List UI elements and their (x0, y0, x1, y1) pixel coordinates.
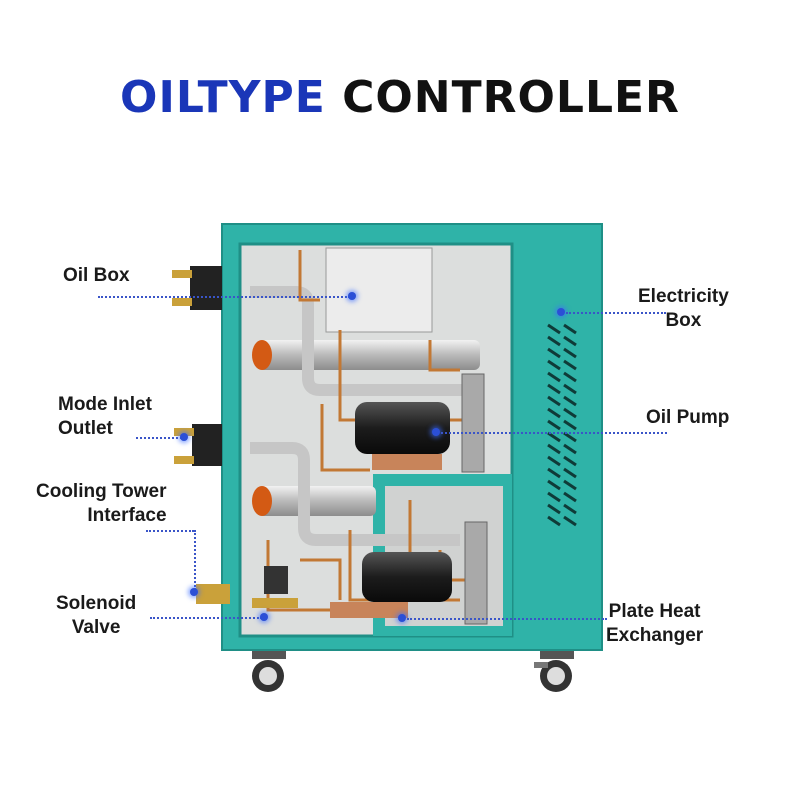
label-cooling-tower-interface: Cooling Tower Interface (36, 480, 167, 528)
electricity-box-part (325, 247, 433, 333)
leader-electricity-box (566, 312, 666, 314)
label-cooling-tower-interface-line1: Cooling Tower (36, 481, 167, 502)
leader-oil-pump (441, 432, 667, 434)
label-mode-inlet-outlet: Mode Inlet Outlet (58, 393, 152, 441)
label-oil-box: Oil Box (63, 265, 130, 286)
marker-oil-pump (432, 428, 440, 436)
title-accent: OILTYPE (120, 72, 326, 123)
leader-mode-inlet-outlet (136, 437, 182, 439)
oil-box-connector (172, 266, 222, 310)
label-cooling-tower-interface-line2: Interface (87, 505, 167, 526)
label-electricity-box-line2: Box (665, 310, 702, 331)
label-oil-pump: Oil Pump (646, 407, 730, 428)
plate-heat-exchanger-upper (461, 373, 485, 473)
leader-plate-heat-exchanger (407, 618, 607, 620)
leader-cooling-tower-v (194, 530, 196, 590)
leader-solenoid-valve (150, 617, 262, 619)
solenoid-valve-part (196, 566, 298, 608)
label-solenoid-valve: Solenoid Valve (56, 592, 136, 640)
label-plate-heat-exchanger-line2: Exchanger (606, 625, 704, 646)
label-solenoid-valve-line1: Solenoid (56, 593, 137, 614)
label-mode-inlet-outlet-line2: Outlet (58, 418, 113, 439)
marker-solenoid-valve (260, 613, 268, 621)
caster-wheel-right (534, 645, 574, 692)
marker-plate-heat-exchanger (398, 614, 406, 622)
label-mode-inlet-outlet-line1: Mode Inlet (58, 394, 152, 415)
mode-inlet-outlet-connector (174, 424, 222, 466)
leader-cooling-tower-h (146, 530, 194, 532)
marker-mode-inlet-outlet (180, 433, 188, 441)
marker-electricity-box (557, 308, 565, 316)
title-rest: CONTROLLER (342, 72, 680, 123)
label-electricity-box-line1: Electricity (638, 286, 729, 307)
label-solenoid-valve-line2: Valve (71, 617, 121, 638)
caster-wheel-left (252, 645, 286, 692)
oil-pump-motor-lower (330, 552, 452, 618)
label-electricity-box: Electricity Box (638, 285, 729, 333)
page-title: OILTYPE CONTROLLER (0, 68, 800, 128)
oil-pump-motor-upper (355, 402, 450, 470)
ventilation-grille (547, 323, 577, 527)
leader-oil-box (98, 296, 350, 298)
label-plate-heat-exchanger: Plate Heat Exchanger (606, 600, 703, 648)
oil-tanks (250, 286, 480, 546)
label-plate-heat-exchanger-line1: Plate Heat (608, 601, 701, 622)
marker-oil-box (348, 292, 356, 300)
marker-cooling-tower-interface (190, 588, 198, 596)
plate-heat-exchanger-lower (464, 521, 488, 625)
